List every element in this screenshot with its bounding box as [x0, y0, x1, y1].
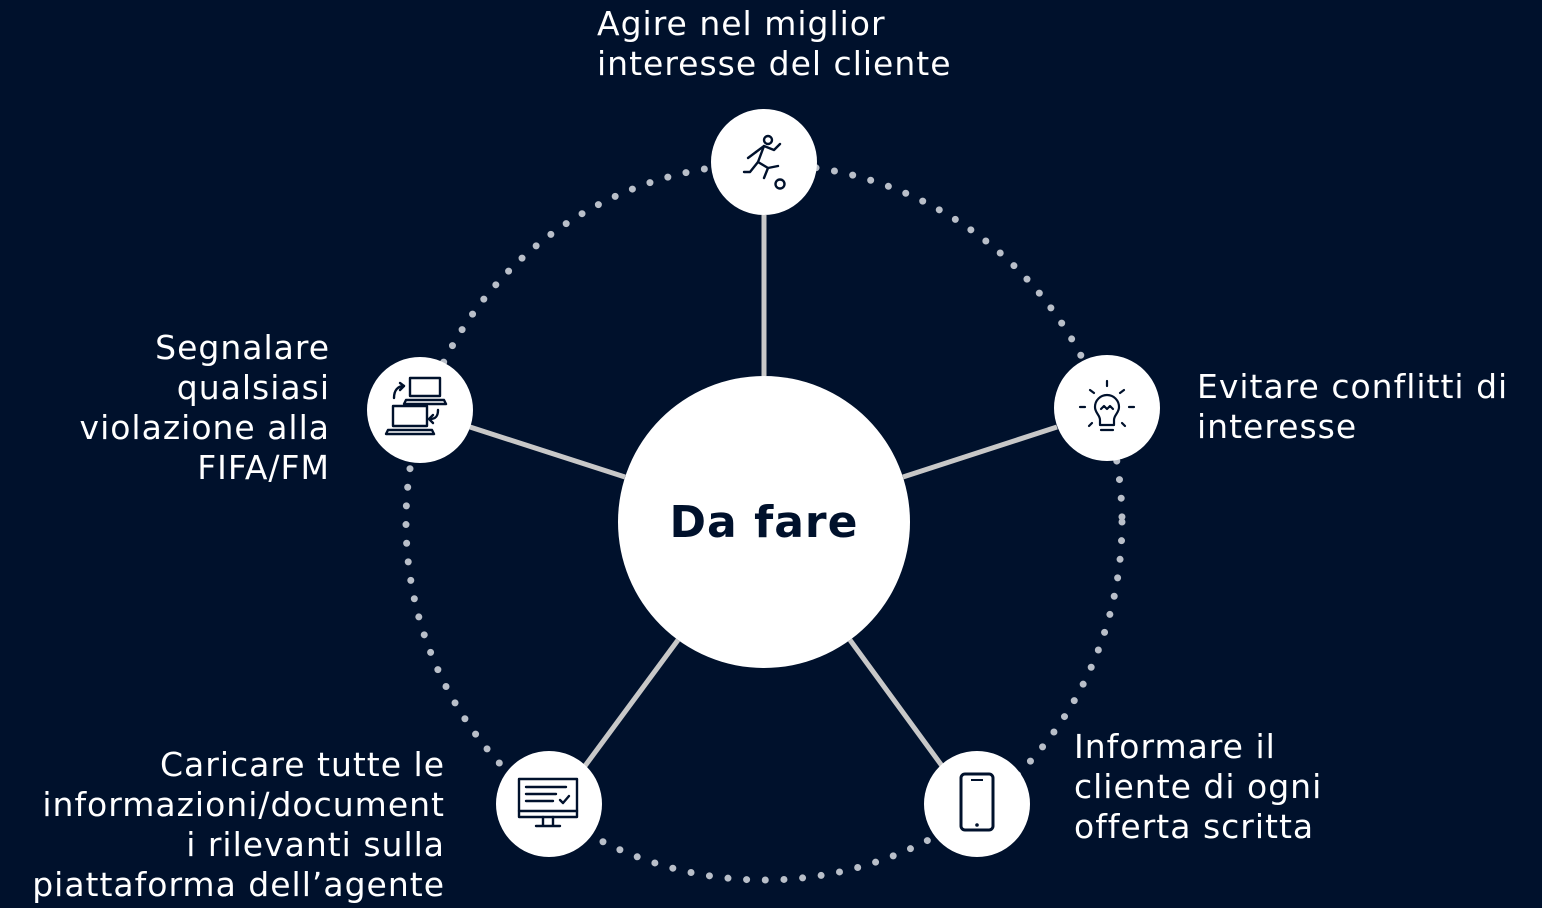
node-bottom-left — [496, 751, 602, 857]
node-bottom-left-label: Caricare tutte le informazioni/document … — [32, 745, 445, 904]
connector-left — [469, 424, 626, 480]
node-left-circle — [367, 357, 473, 463]
node-bottom-right-label: Informare il cliente di ogni offerta scr… — [1074, 727, 1323, 846]
laptop-transfer-icon — [384, 376, 448, 436]
center-label: Da fare — [669, 496, 859, 548]
monitor-checklist-icon — [517, 777, 579, 828]
connector-bottom-left — [579, 638, 681, 772]
lightbulb-icon — [1078, 379, 1136, 432]
smartphone-icon — [959, 772, 995, 832]
connector-bottom-right — [847, 638, 948, 772]
center-circle — [618, 376, 910, 668]
node-bottom-left-circle — [496, 751, 602, 857]
connectors — [469, 215, 1058, 772]
node-top-circle — [711, 109, 817, 215]
football-player-icon — [742, 134, 786, 190]
node-left — [367, 357, 473, 463]
node-bottom-right-circle — [924, 751, 1030, 857]
connector-right — [902, 424, 1058, 480]
node-right — [1054, 355, 1160, 461]
node-top-label: Agire nel miglior interesse del cliente — [597, 4, 952, 83]
node-bottom-right — [924, 751, 1030, 857]
node-right-label: Evitare conflitti di interesse — [1197, 367, 1509, 446]
node-top — [711, 109, 817, 215]
node-left-label: Segnalare qualsiasi violazione alla FIFA… — [79, 328, 330, 487]
